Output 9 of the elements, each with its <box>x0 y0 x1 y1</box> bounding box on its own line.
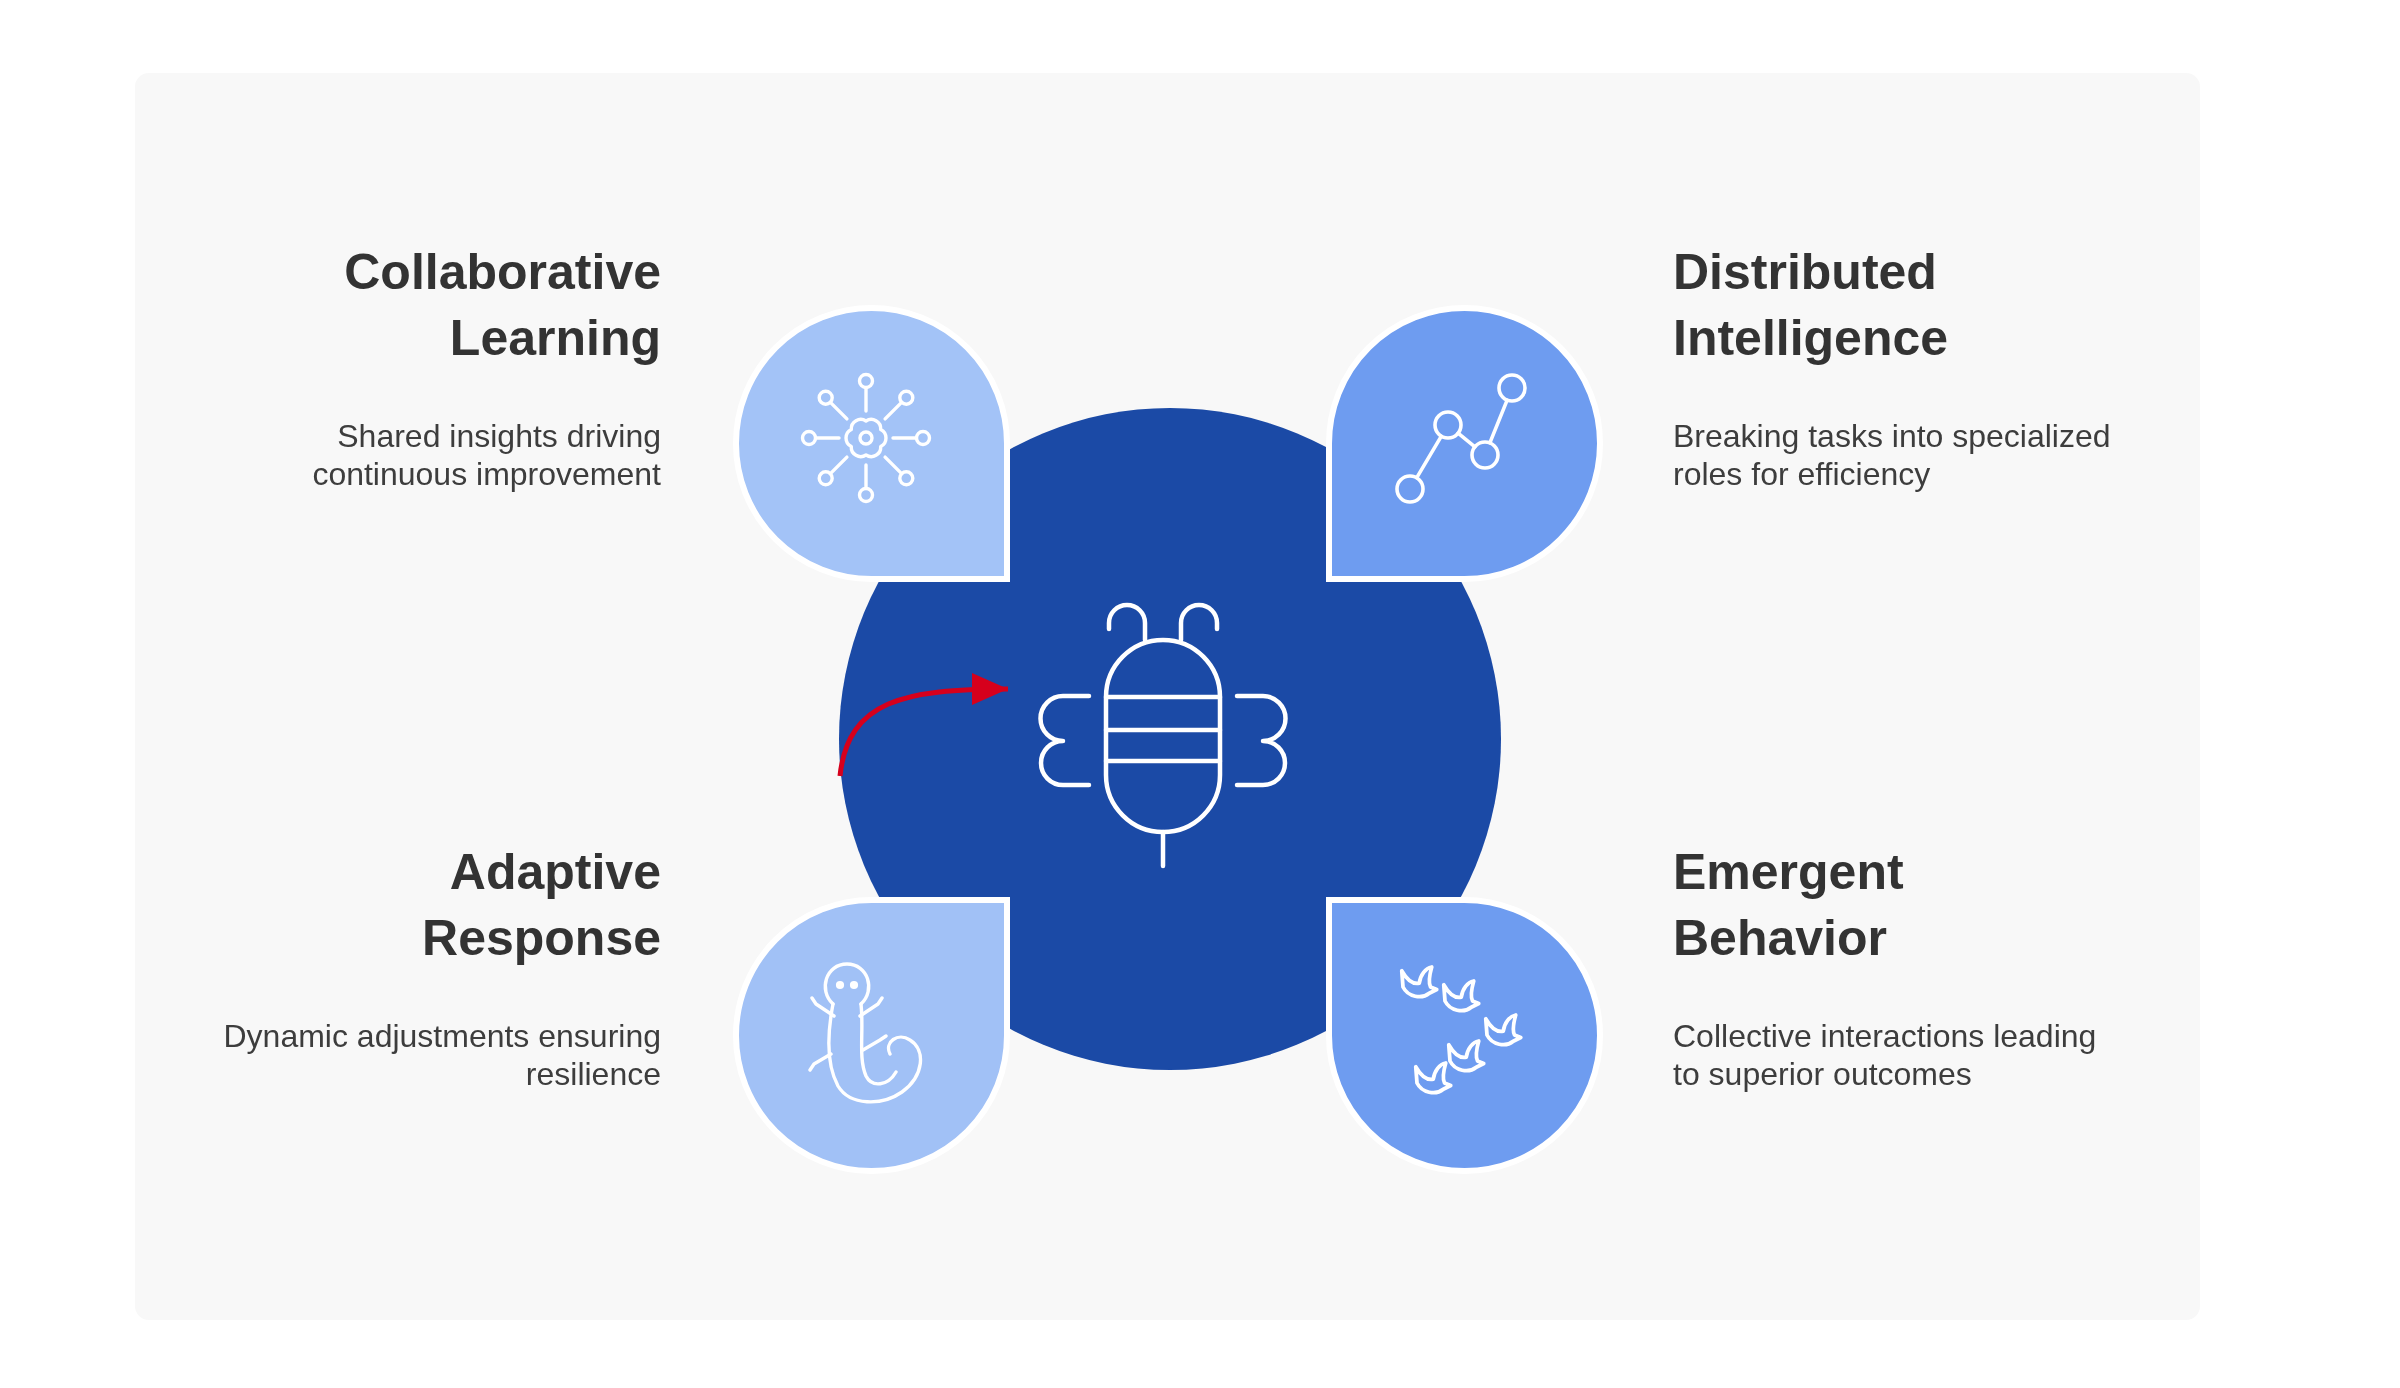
heading: Emergent Behavior <box>1673 843 1905 968</box>
description-text: Dynamic adjustments ensuring resilience <box>222 1017 661 1093</box>
heading: Adaptive Response <box>421 843 661 968</box>
description-text: Breaking tasks into specialized roles for efficiency <box>1673 417 2112 493</box>
heading: Collaborative Learning <box>343 243 661 368</box>
description-text: Collective interactions leading to superior outcomes <box>1673 1017 2098 1093</box>
heading: Distributed Intelligence <box>1673 243 1950 368</box>
curved-arrow <box>837 673 1009 777</box>
description-text: Shared insights driving continuous improvement <box>311 417 661 493</box>
